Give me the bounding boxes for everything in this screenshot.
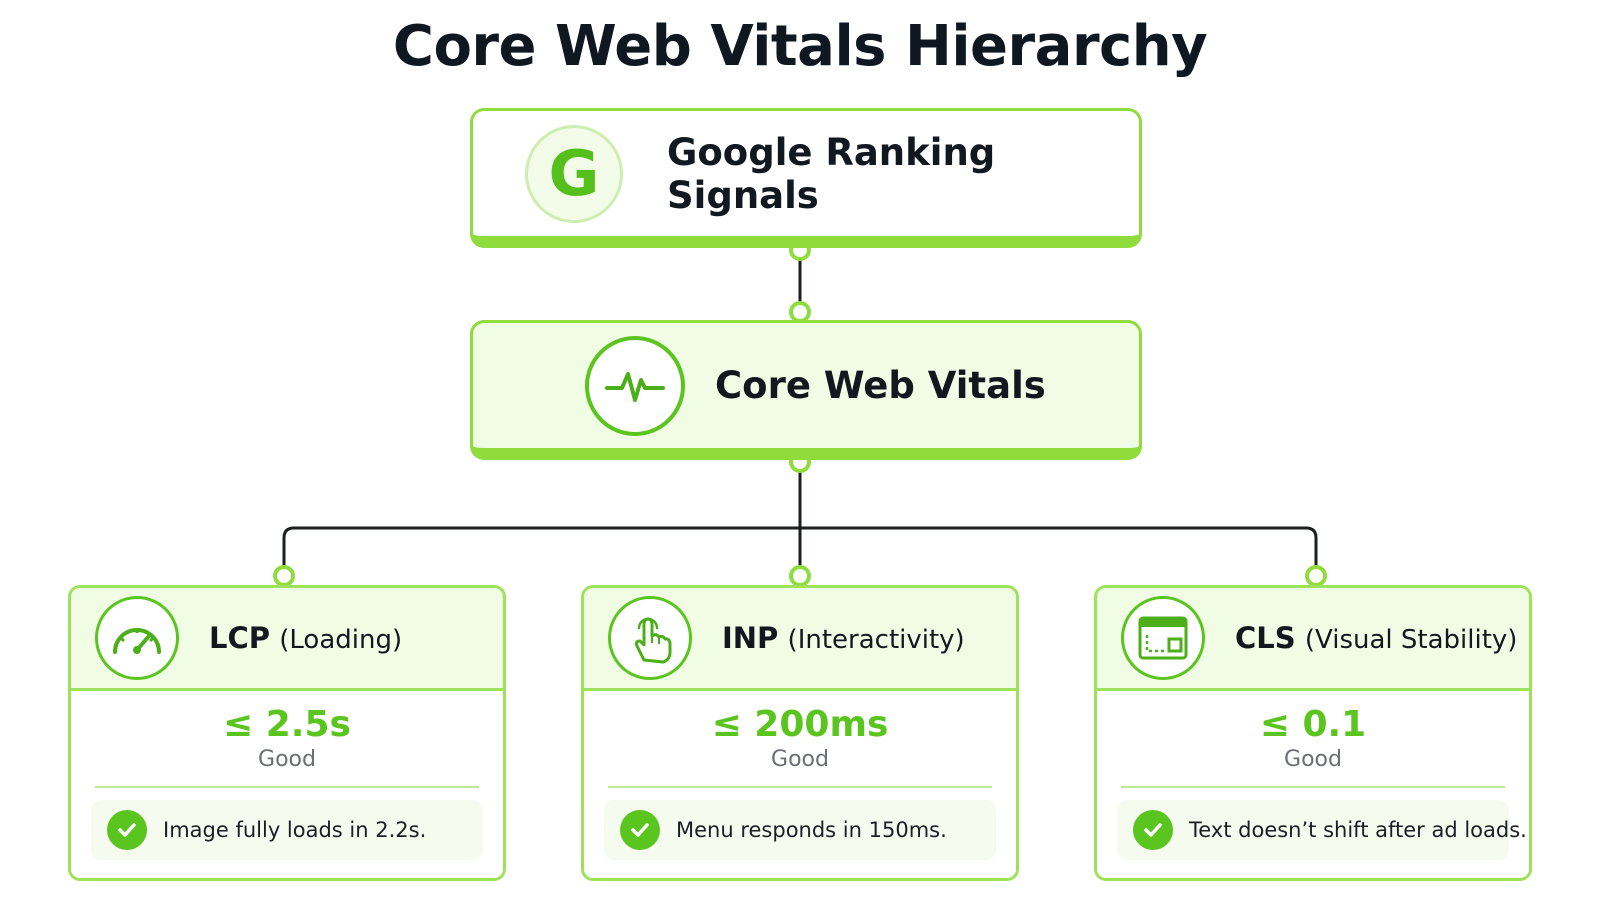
example-text: Text doesn’t shift after ad loads. xyxy=(1189,817,1527,842)
google-ranking-signals-node: G Google Ranking Signals xyxy=(470,108,1142,248)
pointer-hand-icon xyxy=(608,596,692,680)
check-icon xyxy=(620,809,660,850)
metric-rating: Good xyxy=(1284,746,1342,772)
metric-rating: Good xyxy=(771,746,829,772)
metric-threshold: ≤ 200ms xyxy=(711,704,889,745)
core-web-vitals-node: Core Web Vitals xyxy=(470,320,1142,460)
metric-threshold: ≤ 0.1 xyxy=(1259,704,1367,745)
metric-card-lcp: LCP (Loading) ≤ 2.5s Good Image fully lo… xyxy=(68,585,506,881)
divider xyxy=(608,785,992,788)
connector-dot xyxy=(1305,565,1327,587)
metric-name: LCP (Loading) xyxy=(209,621,403,655)
heartbeat-pulse-icon xyxy=(585,335,685,436)
metric-card-cls: CLS (Visual Stability) ≤ 0.1 Good Text d… xyxy=(1094,585,1532,881)
node-label: Google Ranking Signals xyxy=(667,130,996,217)
divider xyxy=(95,785,479,788)
speedometer-icon xyxy=(95,596,179,680)
card-header: INP (Interactivity) xyxy=(584,588,1016,691)
metric-card-inp: INP (Interactivity) ≤ 200ms Good Menu re… xyxy=(581,585,1019,881)
connector-dot xyxy=(789,301,811,323)
check-icon xyxy=(107,809,147,850)
example-text: Menu responds in 150ms. xyxy=(676,817,947,842)
metric-example: Image fully loads in 2.2s. xyxy=(91,799,483,860)
check-icon xyxy=(1133,809,1173,850)
diagram-title: Core Web Vitals Hierarchy xyxy=(392,14,1208,79)
metric-rating: Good xyxy=(258,746,316,772)
card-header: LCP (Loading) xyxy=(71,588,503,691)
metric-threshold: ≤ 2.5s xyxy=(223,704,351,745)
google-g-icon: G xyxy=(525,124,623,223)
metric-name: CLS (Visual Stability) xyxy=(1235,621,1518,655)
layout-shift-icon xyxy=(1121,596,1205,680)
metric-name: INP (Interactivity) xyxy=(722,621,965,655)
divider xyxy=(1121,785,1505,788)
example-text: Image fully loads in 2.2s. xyxy=(163,817,427,842)
connector-dot xyxy=(273,565,295,587)
connector-dot xyxy=(789,565,811,587)
connector-branch xyxy=(282,526,1318,576)
node-label: Core Web Vitals xyxy=(715,364,1046,407)
metric-example: Menu responds in 150ms. xyxy=(604,799,996,860)
metric-example: Text doesn’t shift after ad loads. xyxy=(1117,799,1527,860)
card-header: CLS (Visual Stability) xyxy=(1097,588,1529,691)
